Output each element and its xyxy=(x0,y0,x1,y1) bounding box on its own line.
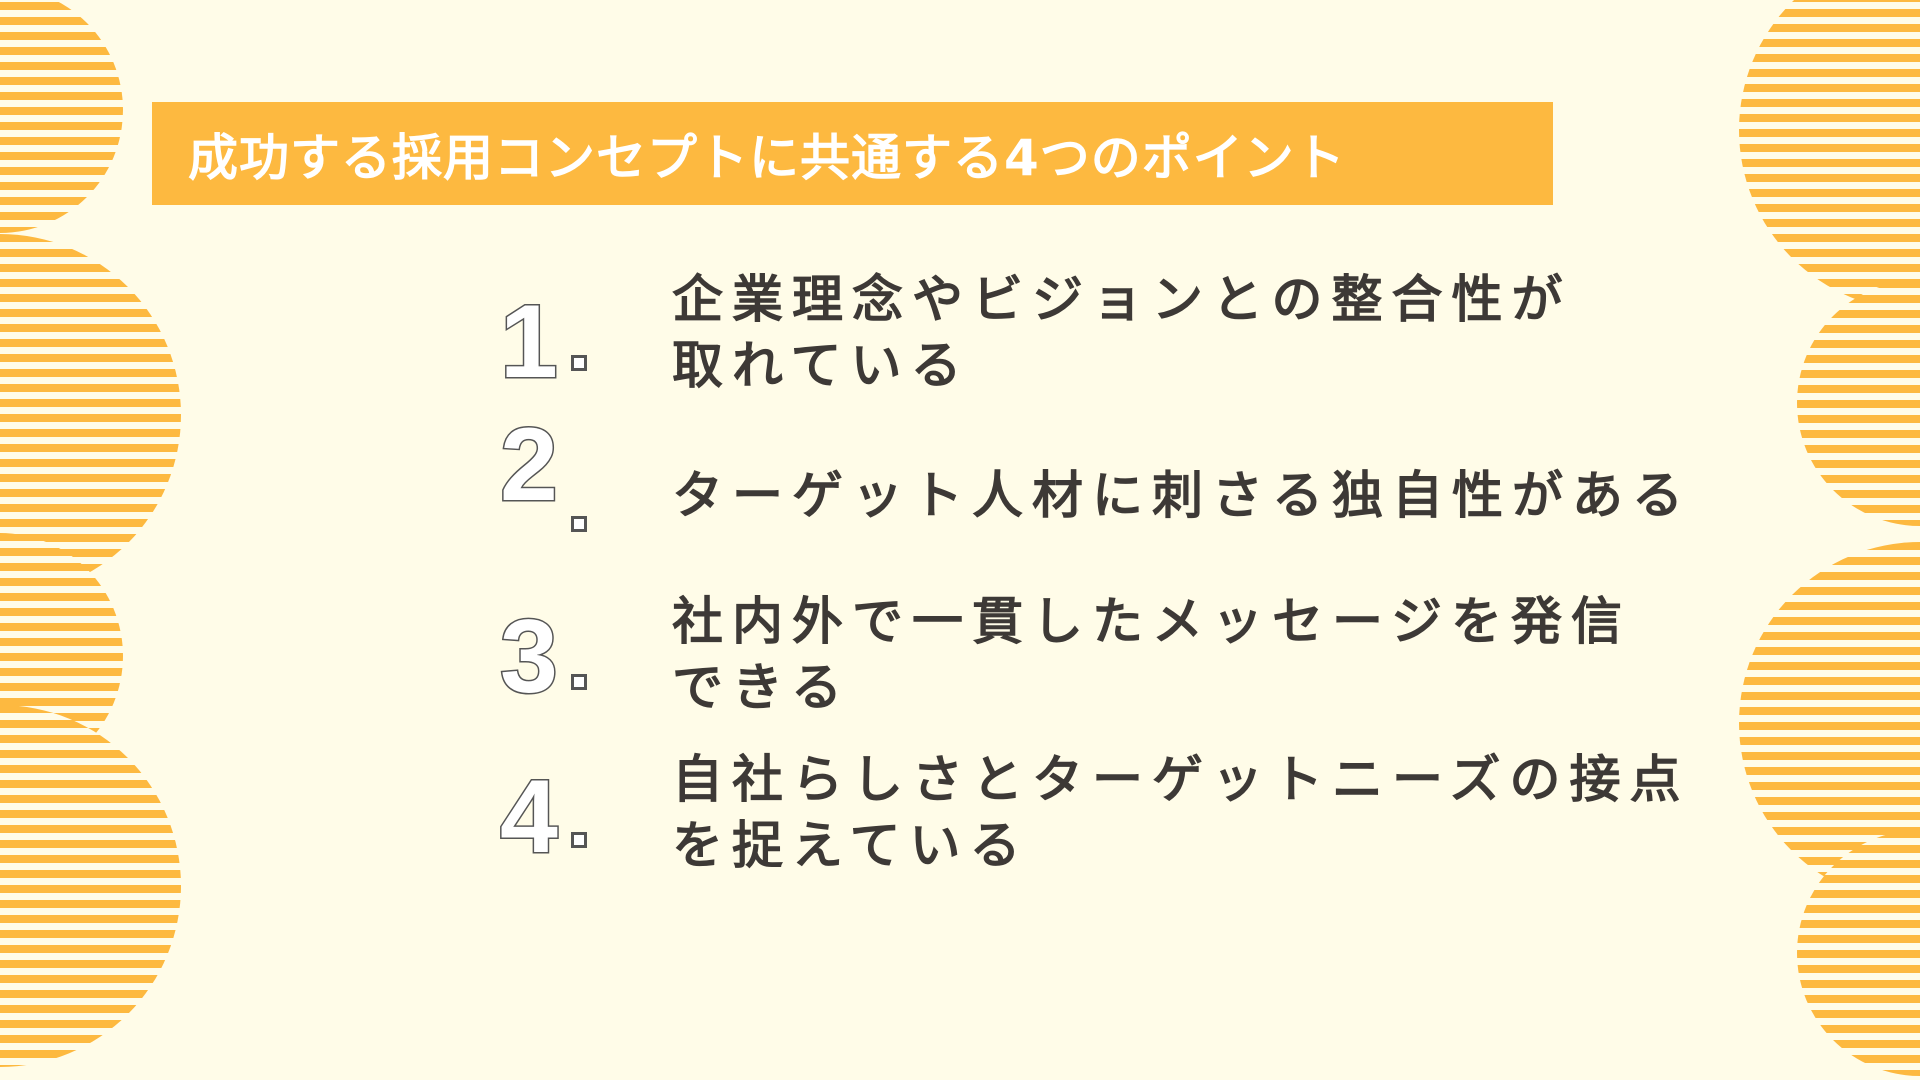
point-number-digit: 3 xyxy=(499,599,560,715)
point-text-line: を捉えている xyxy=(672,817,1030,876)
decorative-striped-circle xyxy=(0,705,181,1067)
number-dot-icon xyxy=(571,355,587,371)
point-text-2: ターゲット人材に刺さる独自性がある xyxy=(672,464,1732,530)
number-dot-icon xyxy=(571,516,587,532)
point-text-line: 自社らしさとターゲットニーズの接点 xyxy=(672,751,1690,810)
page-title: 成功する採用コンセプトに共通する4つのポイント xyxy=(188,128,1346,187)
point-number-4: 4 xyxy=(499,759,600,875)
decorative-striped-circle xyxy=(1739,0,1920,311)
number-dot-icon xyxy=(571,832,587,848)
point-text-line: ターゲット人材に刺さる独自性がある xyxy=(672,467,1693,526)
title-banner: 成功する採用コンセプトに共通する4つのポイント xyxy=(152,102,1553,205)
point-text-3: 社内外で一貫したメッセージを発信 できる xyxy=(672,590,1732,722)
point-number-3: 3 xyxy=(499,599,600,715)
decorative-striped-circle xyxy=(0,0,123,233)
point-text-line: 社内外で一貫したメッセージを発信 xyxy=(672,593,1631,652)
point-number-2: 2 xyxy=(499,407,600,523)
point-number-digit: 1 xyxy=(499,284,560,400)
point-number-1: 1 xyxy=(499,284,600,400)
decorative-striped-circle xyxy=(1797,280,1920,526)
point-text-line: 取れている xyxy=(672,337,971,396)
point-text-1: 企業理念やビジョンとの整合性が 取れている xyxy=(672,268,1732,400)
point-number-digit: 2 xyxy=(499,407,560,523)
number-dot-icon xyxy=(571,674,587,690)
point-number-digit: 4 xyxy=(499,759,560,875)
point-text-line: できる xyxy=(672,659,851,718)
point-text-line: 企業理念やビジョンとの整合性が xyxy=(672,271,1572,330)
point-text-4: 自社らしさとターゲットニーズの接点 を捉えている xyxy=(672,748,1732,880)
